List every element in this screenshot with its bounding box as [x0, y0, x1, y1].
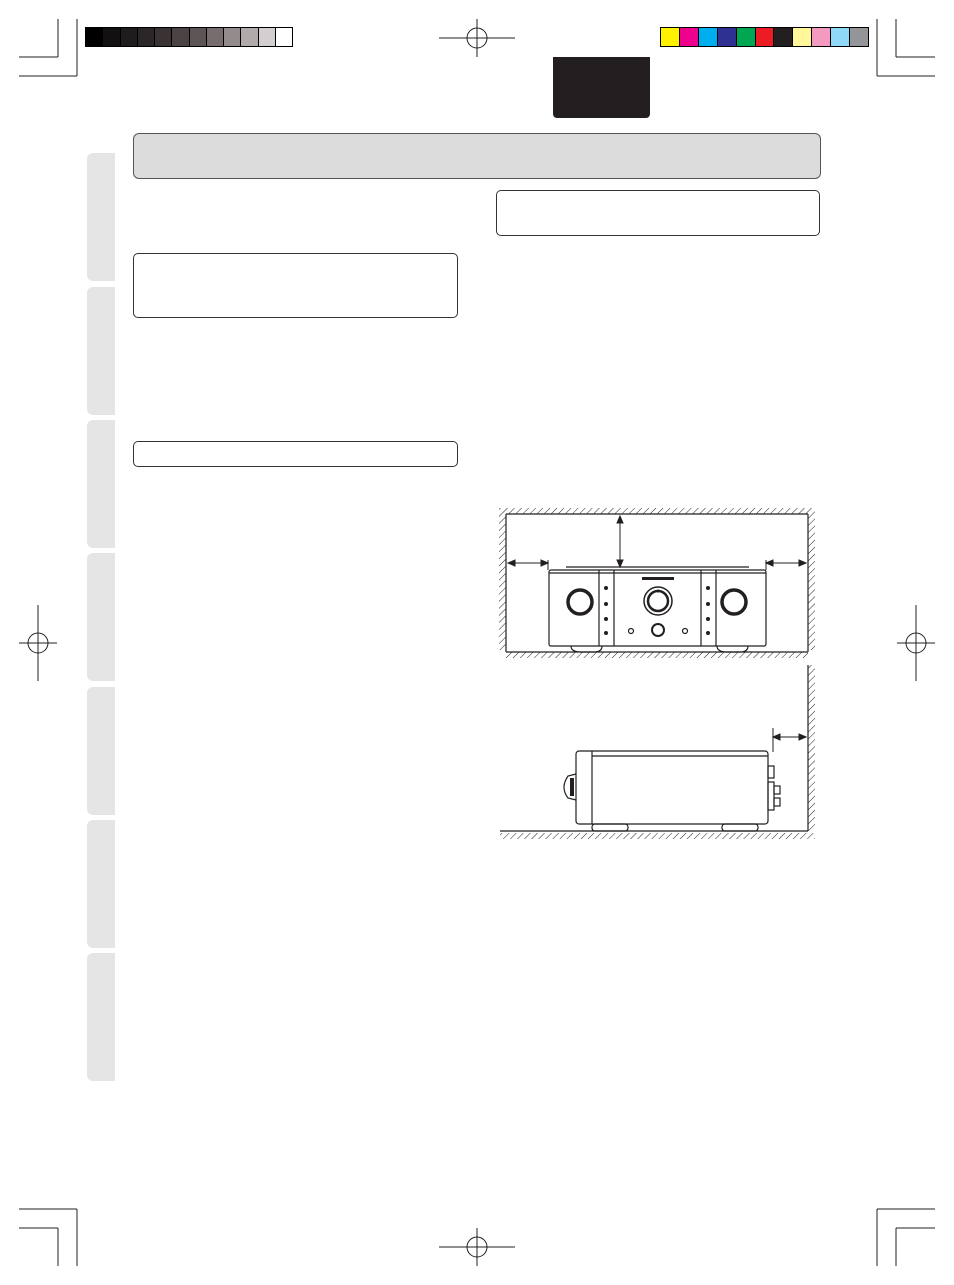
registration-mark-icon	[439, 19, 515, 57]
registration-mark-icon	[19, 605, 57, 681]
chapter-tab-2[interactable]	[87, 287, 115, 415]
section-header-bar	[133, 133, 821, 179]
color-swatch	[154, 28, 172, 46]
color-swatch	[811, 28, 831, 46]
color-swatch	[274, 28, 292, 46]
color-swatch	[240, 28, 258, 46]
heading-box-left-small	[133, 441, 458, 467]
chapter-tab-1[interactable]	[87, 153, 115, 281]
color-swatch	[661, 28, 679, 46]
color-swatch	[697, 28, 717, 46]
color-bar-process	[660, 27, 869, 47]
side-clearance-illustration	[500, 665, 815, 839]
color-swatch	[257, 28, 275, 46]
color-swatch	[830, 28, 850, 46]
crop-mark-icon	[19, 19, 78, 77]
color-swatch	[735, 28, 755, 46]
color-swatch	[849, 28, 868, 46]
registration-mark-icon	[439, 1228, 515, 1266]
color-swatch	[678, 28, 698, 46]
registration-mark-icon	[897, 605, 935, 681]
color-swatch	[716, 28, 736, 46]
color-swatch	[102, 28, 120, 46]
color-swatch	[171, 28, 189, 46]
color-swatch	[223, 28, 241, 46]
color-swatch	[754, 28, 774, 46]
color-swatch	[188, 28, 206, 46]
color-swatch	[119, 28, 137, 46]
language-tab	[553, 57, 650, 118]
front-clearance-illustration	[499, 508, 815, 658]
color-bar-grayscale	[85, 27, 293, 47]
color-swatch	[792, 28, 812, 46]
chapter-tab-6[interactable]	[87, 820, 115, 948]
heading-box-left	[133, 253, 458, 318]
heading-box-right	[496, 190, 820, 236]
crop-mark-icon	[876, 1208, 935, 1266]
color-swatch	[86, 28, 103, 46]
color-swatch	[136, 28, 154, 46]
chapter-tab-4[interactable]	[87, 553, 115, 681]
chapter-tab-5[interactable]	[87, 687, 115, 815]
color-swatch	[205, 28, 223, 46]
chapter-tab-3[interactable]	[87, 420, 115, 548]
chapter-tab-7[interactable]	[87, 953, 115, 1081]
color-swatch	[773, 28, 793, 46]
crop-mark-icon	[876, 19, 935, 77]
crop-mark-icon	[19, 1208, 78, 1266]
